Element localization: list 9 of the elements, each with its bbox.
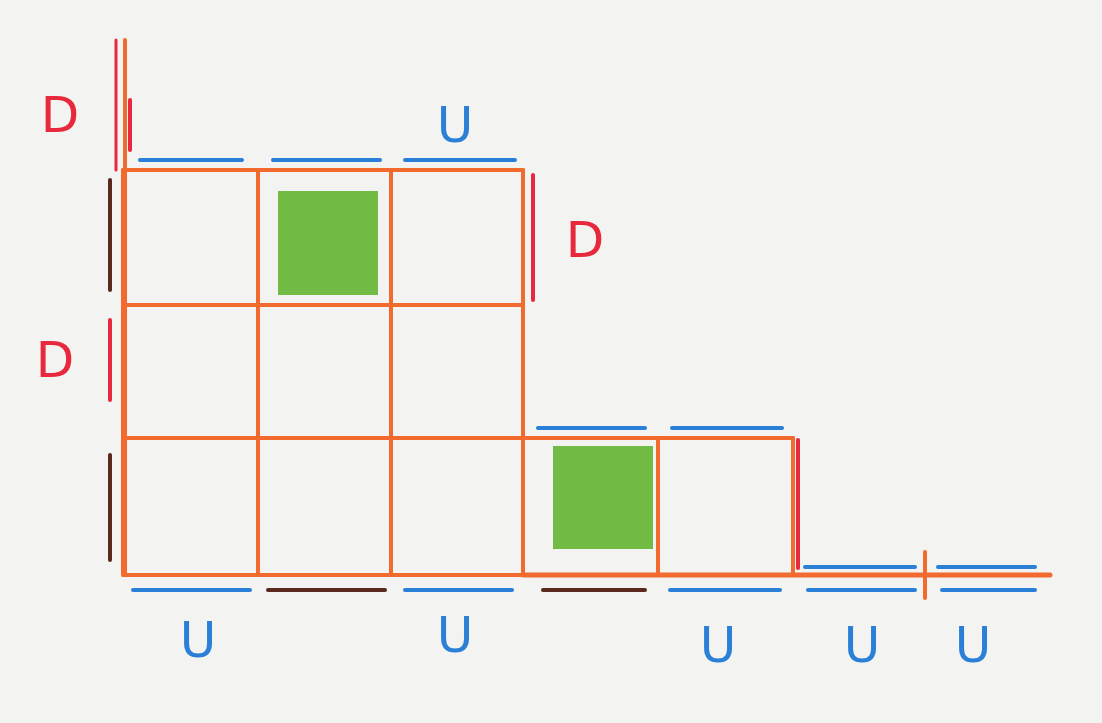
step-letter: U (436, 100, 474, 150)
step-letter: U (436, 610, 474, 660)
step-letter: D (565, 215, 605, 265)
step-letter: U (179, 615, 217, 665)
step-letter: D (35, 335, 75, 385)
step-letter: U (699, 620, 737, 670)
step-letter: U (954, 620, 992, 670)
step-letter: U (843, 620, 881, 670)
step-letter: D (40, 90, 80, 140)
